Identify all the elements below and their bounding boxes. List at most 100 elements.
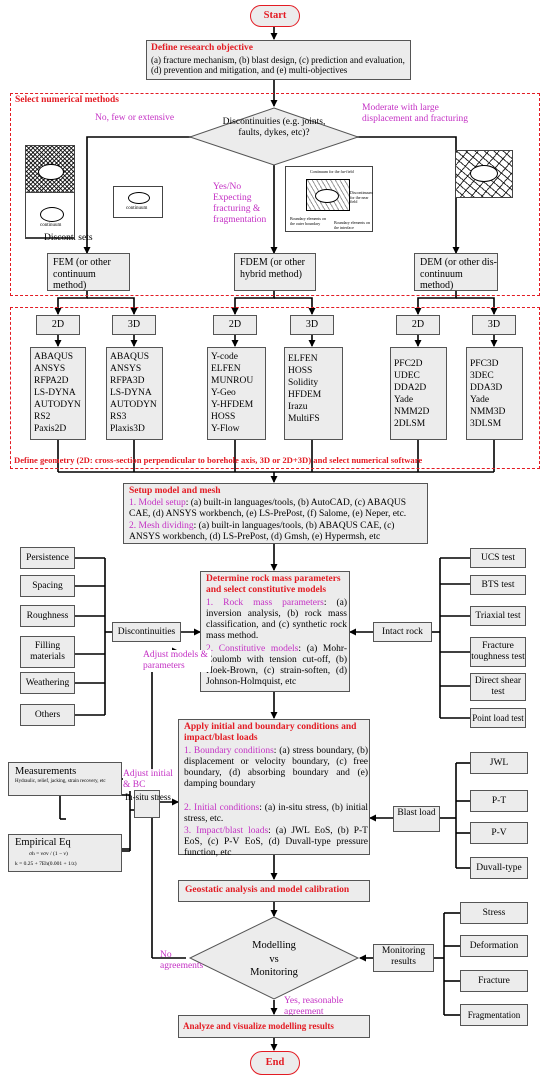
- empirical-eq-1: σh = νσv / (1 − ν): [29, 851, 68, 857]
- monitoring-item-fragmentation: Fragmentation: [460, 1004, 528, 1026]
- intact-item-label: Point load test: [472, 713, 524, 723]
- software-item: ELFEN: [211, 364, 241, 375]
- software-item: RFPA3D: [110, 376, 145, 387]
- start-label: Start: [263, 10, 287, 21]
- setup-item-1-label: 1. Model setup: [129, 498, 186, 508]
- dim-label: 2D: [51, 319, 65, 330]
- bc-item-2: 2. Initial conditions: (a) in-situ stres…: [184, 803, 368, 825]
- objective-title: Define research objective: [151, 43, 253, 53]
- disc-item-label: Others: [34, 710, 61, 720]
- software-item: 3DEC: [470, 371, 494, 382]
- img-boundary-interface: Boundary elements on the interface: [334, 220, 370, 230]
- bc-item-3-label: 3. Impact/blast loads: [184, 826, 269, 836]
- monitoring-item-fracture: Fracture: [460, 970, 528, 992]
- monitoring-item-label: Fracture: [478, 976, 510, 986]
- software-item: RFPA2D: [34, 376, 69, 387]
- software-item: ANSYS: [34, 364, 66, 375]
- software-item: Plaxis3D: [110, 424, 145, 435]
- software-item: RS2: [34, 412, 51, 423]
- setup-item-2-label: 2. Mesh dividing: [129, 521, 194, 531]
- geostatic-box: Geostatic analysis and model calibration: [178, 880, 370, 902]
- software-item: LS-DYNA: [110, 388, 152, 399]
- yes-agreement-label: Yes, reasonable agreement: [284, 996, 344, 1017]
- dem-blocks-image: [455, 150, 513, 198]
- discont-sets-label: Discont. sets: [44, 233, 93, 243]
- intact-item-point-load: Point load test: [470, 708, 526, 728]
- blast-item-jwl: JWL: [470, 752, 528, 774]
- rock-item-1-label: 1. Rock mass parameters: [206, 598, 324, 608]
- bc-item-3: 3. Impact/blast loads: (a) JWL EoS, (b) …: [184, 826, 368, 859]
- dim-dem-3d: 3D: [472, 315, 516, 335]
- disc-item-label: Persistence: [26, 553, 69, 563]
- software-item: ANSYS: [110, 364, 142, 375]
- monitoring-results-label: Monitoring results: [381, 946, 426, 967]
- software-item: Paxis2D: [34, 424, 67, 435]
- fem-label: FEM (or other continuum method): [53, 257, 111, 291]
- rock-item-2: 2. Constitutive models: (a) Mohr-Coulomb…: [206, 644, 347, 688]
- measurements-sub: Hydraulic, relief, jacking, strain recov…: [15, 779, 106, 784]
- methods-region: [10, 93, 540, 296]
- adjust-initial-label: Adjust initial & BC: [123, 769, 181, 791]
- bc-item-1-label: 1. Boundary conditions: [184, 746, 274, 756]
- software-item: Y-Flow: [211, 424, 240, 435]
- blast-load-box: Blast load: [393, 806, 440, 832]
- end-label: End: [265, 1057, 285, 1068]
- disc-item-filling: Filling materials: [20, 636, 75, 668]
- monitoring-item-stress: Stress: [460, 902, 528, 924]
- monitoring-item-label: Stress: [482, 908, 506, 918]
- software-item: LS-DYNA: [34, 388, 76, 399]
- software-item: MUNROU: [211, 376, 254, 387]
- software-item: PFC2D: [394, 359, 423, 369]
- analyze-label: Analyze and visualize modelling results: [183, 1021, 334, 1031]
- rock-item-1: 1. Rock mass parameters: (a) inversion a…: [206, 598, 347, 642]
- intact-item-label: BTS test: [481, 580, 515, 590]
- software-item: DDA3D: [470, 383, 503, 394]
- software-item: ABAQUS: [110, 352, 150, 362]
- bc-item-2-label: 2. Initial conditions: [184, 803, 260, 813]
- adjust-models-label: Adjust models & parameters: [143, 650, 211, 672]
- dim-fdem-2d: 2D: [213, 315, 257, 335]
- blast-item-label: P-V: [491, 828, 507, 838]
- end-terminal: End: [250, 1051, 300, 1075]
- discont-sets-image: continuum: [25, 145, 75, 239]
- dim-fem-2d: 2D: [36, 315, 80, 335]
- intact-item-label: UCS test: [480, 553, 516, 563]
- software-item: NMM2D: [394, 407, 430, 418]
- software-item: 2DLSM: [394, 419, 426, 430]
- software-item: AUTODYN: [110, 400, 157, 411]
- disc-item-label: Spacing: [32, 581, 63, 591]
- continuum-image: continuum: [113, 186, 163, 218]
- bc-item-1-text: : (a) stress boundary, (b) displacement …: [184, 746, 368, 789]
- img-far-field: Continuum for the far-field: [310, 169, 354, 174]
- software-item: ELFEN: [288, 354, 318, 364]
- rock-title: Determine rock mass parameters and selec…: [206, 574, 341, 595]
- setup-item-2: 2. Mesh dividing: (a) built-in languages…: [129, 521, 425, 543]
- in-situ-stress-box: In-situ stress: [125, 790, 171, 818]
- rock-mass-box: Determine rock mass parameters and selec…: [200, 571, 350, 692]
- software-item: MultiFS: [288, 414, 320, 425]
- software-region: [10, 307, 540, 469]
- bc-item-2-text: : (a) in-situ stress, (b) initial stress…: [184, 803, 368, 824]
- software-list-dem-3d: PFC3D 3DEC DDA3D Yade NMM3D 3DLSM: [466, 347, 523, 440]
- intact-item-label: Direct shear test: [474, 676, 522, 698]
- modelling-line-1: Modelling: [252, 940, 296, 951]
- intact-item-direct-shear: Direct shear test: [470, 673, 526, 701]
- dim-label: 3D: [487, 319, 501, 330]
- dim-label: 2D: [228, 319, 242, 330]
- modelling-line-3: Monitoring: [250, 967, 298, 979]
- software-item: AUTODYN: [34, 400, 81, 411]
- software-list-fdem-2d: Y-code ELFEN MUNROU Y-Geo Y-HFDEM HOSS Y…: [207, 347, 266, 440]
- objective-body: (a) fracture mechanism, (b) blast design…: [151, 55, 405, 76]
- software-item: RS3: [110, 412, 127, 423]
- bc-title: Apply initial and boundary conditions an…: [184, 722, 357, 743]
- intact-item-ucs: UCS test: [470, 548, 526, 568]
- blast-item-label: Duvall-type: [476, 863, 522, 873]
- blast-item-duvall: Duvall-type: [470, 857, 528, 879]
- empirical-eq-2: k = 0.25 + 7Eh(0.001 + 1/z): [15, 861, 77, 867]
- dim-label: 2D: [411, 319, 425, 330]
- software-list-dem-2d: PFC2D UDEC DDA2D Yade NMM2D 2DLSM: [390, 347, 447, 440]
- in-situ-stress-label: In-situ stress: [125, 792, 171, 802]
- disc-item-persistence: Persistence: [20, 547, 75, 569]
- research-objective-box: Define research objective (a) fracture m…: [146, 40, 411, 80]
- dim-label: 3D: [127, 319, 141, 330]
